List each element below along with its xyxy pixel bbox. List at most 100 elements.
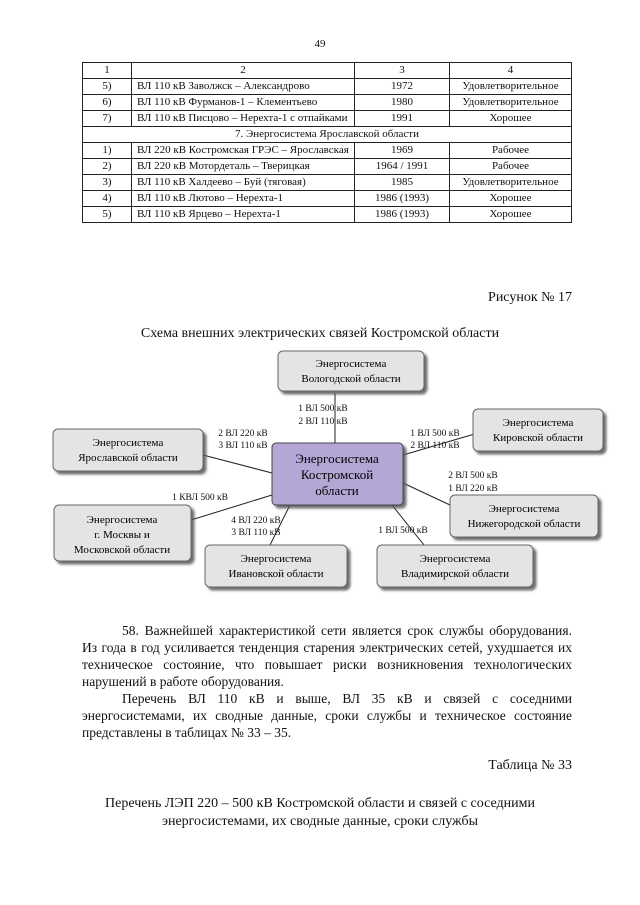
node-title: Энергосистема: [316, 358, 387, 370]
row-number: 1): [82, 142, 132, 159]
link-label-yaroslavl-1: 2 ВЛ 220 кВ: [218, 429, 268, 439]
paragraph-list-ref: Перечень ВЛ 110 кВ и выше, ВЛ 35 кВ и св…: [82, 691, 572, 740]
node-region: Ярославской области: [78, 452, 178, 464]
line-name: ВЛ 110 кВ Заволжск – Александрово: [131, 78, 355, 95]
table-row: 6) ВЛ 110 кВ Фурманов-1 – Клементьево 19…: [82, 94, 572, 111]
figure-title: Схема внешних электрических связей Костр…: [140, 326, 500, 341]
table-row: 1) ВЛ 220 кВ Костромская ГРЭС – Ярославс…: [82, 142, 572, 159]
node-title: Энергосистема: [489, 503, 560, 515]
table-section-row: 7. Энергосистема Ярославской области: [82, 126, 572, 143]
center-node-suffix: области: [315, 483, 358, 498]
link-label-ivanovo-2: 3 ВЛ 110 кВ: [231, 528, 280, 538]
node-title: Энергосистема: [503, 417, 574, 429]
line-name: ВЛ 220 кВ Мотордеталь – Тверицкая: [131, 158, 355, 175]
commission-year: 1964 / 1991: [354, 158, 450, 175]
link-line-vladimir: [391, 504, 425, 546]
table-row: 3) ВЛ 110 кВ Халдеево – Буй (тяговая) 19…: [82, 174, 572, 191]
line-name: ВЛ 110 кВ Халдеево – Буй (тяговая): [131, 174, 355, 191]
table-row: 5) ВЛ 110 кВ Заволжск – Александрово 197…: [82, 78, 572, 95]
table-label: Таблица № 33: [488, 758, 572, 773]
node-box: [277, 350, 425, 392]
line-name: ВЛ 110 кВ Лютово – Нерехта-1: [131, 190, 355, 207]
line-name: ВЛ 110 кВ Фурманов-1 – Клементьево: [131, 94, 355, 111]
link-line-yaroslavl: [202, 454, 273, 474]
node-box: [52, 428, 204, 472]
node-region: Ивановской области: [229, 568, 324, 580]
technical-state: Рабочее: [449, 142, 572, 159]
technical-state: Хорошее: [449, 190, 572, 207]
table-title-line-1: Перечень ЛЭП 220 – 500 кВ Костромской об…: [105, 796, 535, 811]
link-label-vologda-2: 2 ВЛ 110 кВ: [298, 417, 347, 427]
technical-state: Удовлетворительное: [449, 94, 572, 111]
center-node-title: Энергосистема: [295, 451, 379, 466]
link-line-ivanovo: [269, 504, 291, 546]
connector-lines: [190, 393, 479, 546]
node-title: Энергосистема: [93, 437, 164, 449]
technical-state: Хорошее: [449, 110, 572, 127]
link-line-nizhny: [402, 482, 451, 506]
node-vologda: Энергосистема Вологодской области: [277, 350, 425, 392]
node-kirov: Энергосистема Кировской области: [472, 408, 604, 452]
node-vladimir: Энергосистема Владимирской области: [376, 544, 534, 588]
node-title: Энергосистема: [87, 514, 158, 526]
commission-year: 1980: [354, 94, 450, 111]
table-row: 2) ВЛ 220 кВ Мотордеталь – Тверицкая 196…: [82, 158, 572, 175]
link-label-nizhny-2: 1 ВЛ 220 кВ: [448, 484, 498, 494]
commission-year: 1986 (1993): [354, 206, 450, 223]
table-row: 7) ВЛ 110 кВ Писцово – Нерехта-1 с отпай…: [82, 110, 572, 127]
node-region: Нижегородской области: [468, 518, 581, 530]
node-nizhny: Энергосистема Нижегородской области: [449, 494, 599, 538]
row-number: 4): [82, 190, 132, 207]
row-number: 2): [82, 158, 132, 175]
node-title: Энергосистема: [420, 553, 491, 565]
node-region: Кировской области: [493, 432, 583, 444]
node-box: [449, 494, 599, 538]
commission-year: 1986 (1993): [354, 190, 450, 207]
row-number: 7): [82, 110, 132, 127]
center-node-box: [271, 442, 404, 506]
link-label-ivanovo-1: 4 ВЛ 220 кВ: [231, 516, 281, 526]
body-text: 58. Важнейшей характеристикой сети являе…: [82, 622, 572, 741]
commission-year: 1985: [354, 174, 450, 191]
node-yaroslavl: Энергосистема Ярославской области: [52, 428, 204, 472]
line-name: ВЛ 110 кВ Ярцево – Нерехта-1: [131, 206, 355, 223]
technical-state: Удовлетворительное: [449, 174, 572, 191]
commission-year: 1969: [354, 142, 450, 159]
row-number: 5): [82, 78, 132, 95]
figure-label: Рисунок № 17: [488, 290, 572, 305]
link-line-moscow: [190, 494, 273, 521]
node-moscow: Энергосистема г. Москвы и Московской обл…: [53, 504, 192, 562]
table-header-row: 1 2 3 4: [82, 62, 572, 79]
paragraph-58: 58. Важнейшей характеристикой сети являе…: [82, 623, 572, 689]
node-box: [472, 408, 604, 452]
technical-state: Рабочее: [449, 158, 572, 175]
table-header-cell: 1: [82, 62, 132, 79]
page-number: 49: [314, 38, 326, 50]
link-label-kirov-2: 2 ВЛ 110 кВ: [410, 441, 459, 451]
link-label-vologda-1: 1 ВЛ 500 кВ: [298, 404, 348, 414]
table-header-cell: 3: [354, 62, 450, 79]
link-label-vladimir-1: 1 ВЛ 500 кВ: [378, 526, 428, 536]
row-number: 5): [82, 206, 132, 223]
center-node-region: Костромской: [301, 467, 373, 482]
commission-year: 1972: [354, 78, 450, 95]
node-region: г. Москвы и: [94, 529, 150, 541]
node-ivanovo: Энергосистема Ивановской области: [204, 544, 348, 588]
line-name: ВЛ 110 кВ Писцово – Нерехта-1 с отпайкам…: [131, 110, 355, 127]
link-label-kirov-1: 1 ВЛ 500 кВ: [410, 429, 460, 439]
section-title: 7. Энергосистема Ярославской области: [82, 126, 572, 143]
table-header-cell: 2: [131, 62, 355, 79]
table-row: 4) ВЛ 110 кВ Лютово – Нерехта-1 1986 (19…: [82, 190, 572, 207]
node-box: [53, 504, 192, 562]
node-title: Энергосистема: [241, 553, 312, 565]
node-region-2: Московской области: [74, 544, 170, 556]
node-box: [204, 544, 348, 588]
link-line-kirov: [402, 432, 479, 456]
row-number: 3): [82, 174, 132, 191]
node-kostroma-center: Энергосистема Костромской области: [271, 442, 404, 506]
power-lines-table: 1 2 3 4 5) ВЛ 110 кВ Заволжск – Александ…: [82, 62, 572, 223]
commission-year: 1991: [354, 110, 450, 127]
technical-state: Хорошее: [449, 206, 572, 223]
table-row: 5) ВЛ 110 кВ Ярцево – Нерехта-1 1986 (19…: [82, 206, 572, 223]
node-box: [376, 544, 534, 588]
